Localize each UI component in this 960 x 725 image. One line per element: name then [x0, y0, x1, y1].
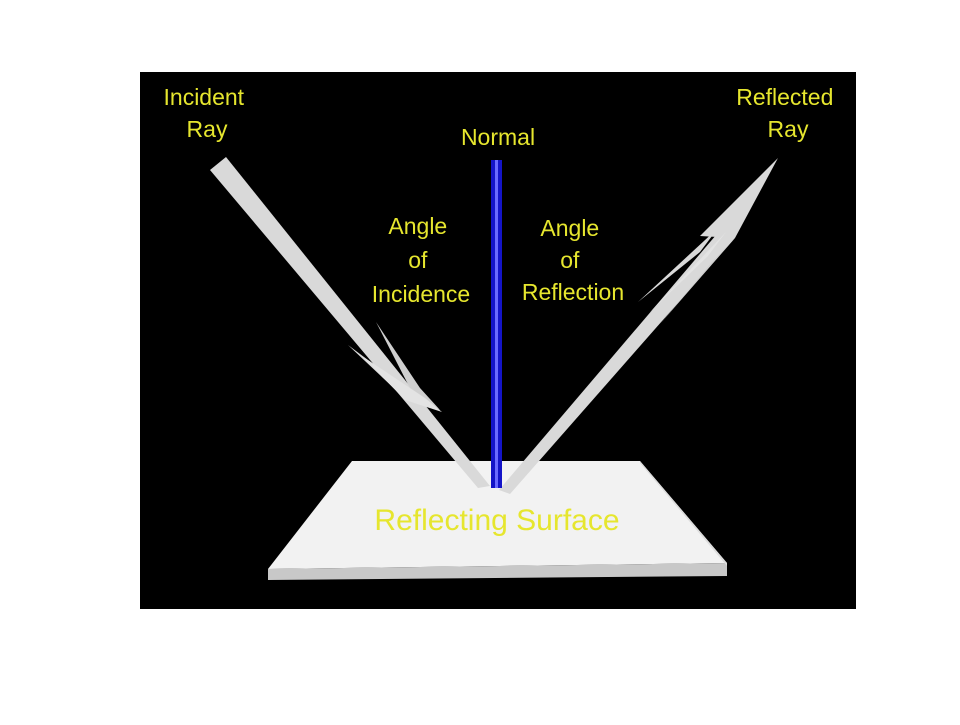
surface-right-edge [640, 461, 727, 566]
angle-of-reflection-label: Angle of Reflection [522, 215, 624, 305]
angle-of-incidence-line2: of [408, 247, 428, 273]
reflected-ray-arrow [499, 158, 778, 494]
surface-top [268, 461, 727, 569]
angle-of-reflection-line1: Angle [540, 215, 599, 241]
reflected-ray-label: Reflected Ray [736, 84, 840, 142]
reflected-ray-shaft [499, 228, 735, 494]
angle-of-incidence-label: Angle of Incidence [372, 213, 470, 307]
incident-ray-label-line2: Ray [187, 116, 228, 142]
reflected-ray-barb-right [660, 238, 735, 324]
reflected-ray-head [700, 158, 778, 238]
reflected-ray-label-line1: Reflected [736, 84, 833, 110]
reflected-ray-label-line2: Ray [768, 116, 809, 142]
normal-line [491, 160, 502, 488]
incident-ray-barb-mid [362, 356, 442, 412]
reflected-ray-barb-mid [650, 232, 726, 312]
reflecting-surface [268, 461, 727, 580]
incident-ray-label: Incident Ray [164, 84, 251, 142]
angle-of-reflection-line3: Reflection [522, 279, 624, 305]
incident-ray-label-line1: Incident [164, 84, 245, 110]
incident-ray-arrow [210, 157, 490, 488]
angle-of-incidence-line1: Angle [388, 213, 447, 239]
reflected-ray-barb-left [638, 228, 718, 302]
incident-ray-shaft [210, 157, 490, 488]
angle-of-incidence-line3: Incidence [372, 281, 470, 307]
normal-line-highlight [495, 160, 498, 488]
reflecting-surface-label: Reflecting Surface [374, 504, 619, 537]
angle-of-reflection-line2: of [560, 247, 580, 273]
surface-front-edge [268, 563, 727, 580]
normal-label: Normal [461, 124, 535, 150]
